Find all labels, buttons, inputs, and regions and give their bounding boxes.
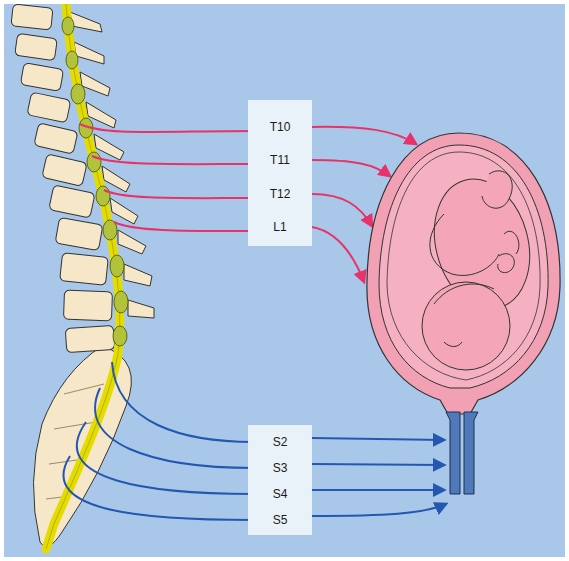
segment-label: S3 — [248, 460, 312, 476]
spinous-processes — [70, 12, 154, 318]
segment-label: L1 — [248, 219, 312, 235]
segment-label: T10 — [248, 119, 312, 135]
diagram-stage: T10T11T12L1S2S3S4S5 — [4, 4, 565, 557]
segment-label: S5 — [248, 512, 312, 528]
segment-label: T11 — [248, 152, 312, 168]
uterus-illustration — [367, 133, 560, 414]
spinal-cord — [46, 4, 120, 549]
label-panel: S2S3S4S5 — [248, 425, 312, 535]
segment-label: T12 — [248, 186, 312, 202]
segment-label: S2 — [248, 434, 312, 450]
label-panel: T10T11T12L1 — [248, 100, 312, 246]
cervix — [446, 412, 478, 494]
ganglia — [62, 17, 128, 346]
segment-label: S4 — [248, 486, 312, 502]
